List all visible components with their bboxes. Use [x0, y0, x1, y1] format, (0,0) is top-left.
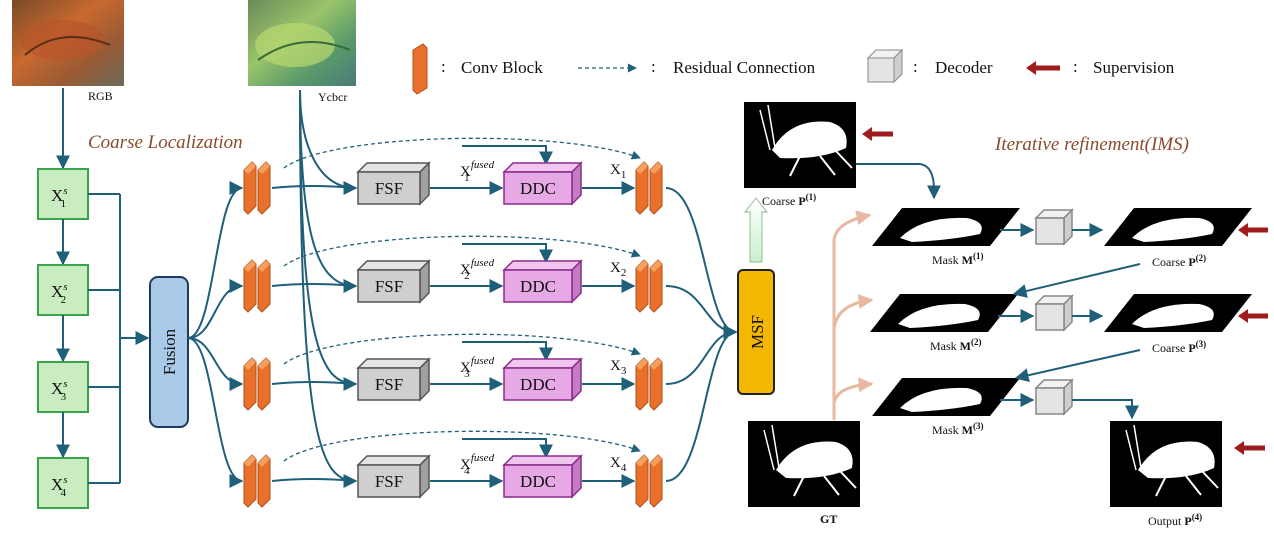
mask-m3-label: Mask M(3) [932, 421, 984, 437]
ycbcr-label: Ycbcr [318, 90, 347, 104]
output-p4-label: Output P(4) [1148, 512, 1202, 528]
ddc-block-1: DDC [502, 161, 583, 206]
iterative-refinement-title: Iterative refinement(IMS) [994, 134, 1189, 155]
branch-x1-label: X1 [610, 162, 626, 181]
legend-conv-block: Conv Block [461, 58, 543, 77]
legend-sep-1: : [441, 57, 446, 76]
conv-block-left-4 [243, 454, 271, 508]
mask-m1-label: Mask M(1) [932, 251, 984, 267]
branch-x3-label: X3 [610, 358, 627, 377]
mask-m2-label: Mask M(2) [930, 337, 982, 353]
legend: : Conv Block : Residual Connection : Dec… [412, 43, 1175, 95]
coarse-p2-label: Coarse P(2) [1152, 253, 1206, 269]
conv-block-left-2 [243, 259, 271, 313]
branch-x4-label: X4 [610, 455, 627, 474]
coarse-p2-image [1104, 208, 1252, 246]
conv-block-left-3 [243, 357, 271, 411]
ddc-block-2: DDC [502, 259, 583, 304]
rgb-label: RGB [88, 89, 113, 103]
decoder-block-2 [1034, 294, 1074, 332]
conv-block-right-2 [635, 259, 663, 313]
legend-conv-block-icon [412, 43, 428, 95]
coarse-p1-image [744, 102, 856, 188]
coarse-p3-image [1104, 294, 1252, 332]
msf-to-coarse-arrow [743, 197, 769, 263]
conv-block-right-3 [635, 357, 663, 411]
coarse-p1-label: Coarse P(1) [762, 192, 816, 208]
mask-m1-image [872, 208, 1020, 246]
legend-supervision: Supervision [1093, 58, 1175, 77]
gt-image [748, 421, 860, 507]
fsf-block-1: FSF [356, 161, 431, 206]
msf-label: MSF [748, 315, 767, 349]
ddc-label-1: DDC [520, 179, 556, 198]
gt-label: GT [820, 512, 837, 526]
legend-sep-3: : [913, 57, 918, 76]
ddc-block-3: DDC [502, 357, 583, 402]
legend-sep-4: : [1073, 57, 1078, 76]
ddc-label-2: DDC [520, 277, 556, 296]
ddc-label-4: DDC [520, 472, 556, 491]
legend-decoder: Decoder [935, 58, 993, 77]
fsf-label-2: FSF [375, 277, 403, 296]
ycbcr-input-image [248, 0, 356, 86]
fsf-label-1: FSF [375, 179, 403, 198]
legend-decoder-icon [866, 48, 904, 84]
fsf-block-4: FSF [356, 454, 431, 499]
ddc-label-3: DDC [520, 375, 556, 394]
msf-block: MSF [737, 269, 775, 395]
fsf-block-2: FSF [356, 259, 431, 304]
conv-block-right-4 [635, 454, 663, 508]
fusion-block: Fusion [149, 276, 189, 428]
coarse-p3-label: Coarse P(3) [1152, 339, 1206, 355]
mask-m3-image [872, 378, 1020, 416]
rgb-input-image [12, 0, 124, 86]
branch-x2-label: X2 [610, 260, 626, 279]
ddc-block-4: DDC [502, 454, 583, 499]
decoder-block-3 [1034, 378, 1074, 416]
fusion-label: Fusion [160, 328, 179, 375]
conv-block-left-1 [243, 161, 271, 215]
fsf-label-3: FSF [375, 375, 403, 394]
fsf-label-4: FSF [375, 472, 403, 491]
output-p4-image [1110, 421, 1222, 507]
mask-m2-image [870, 294, 1018, 332]
decoder-block-1 [1034, 208, 1074, 246]
legend-residual: Residual Connection [673, 58, 816, 77]
legend-sep-2: : [651, 57, 656, 76]
coarse-localization-title: Coarse Localization [88, 132, 243, 153]
conv-block-right-1 [635, 161, 663, 215]
fsf-block-3: FSF [356, 357, 431, 402]
